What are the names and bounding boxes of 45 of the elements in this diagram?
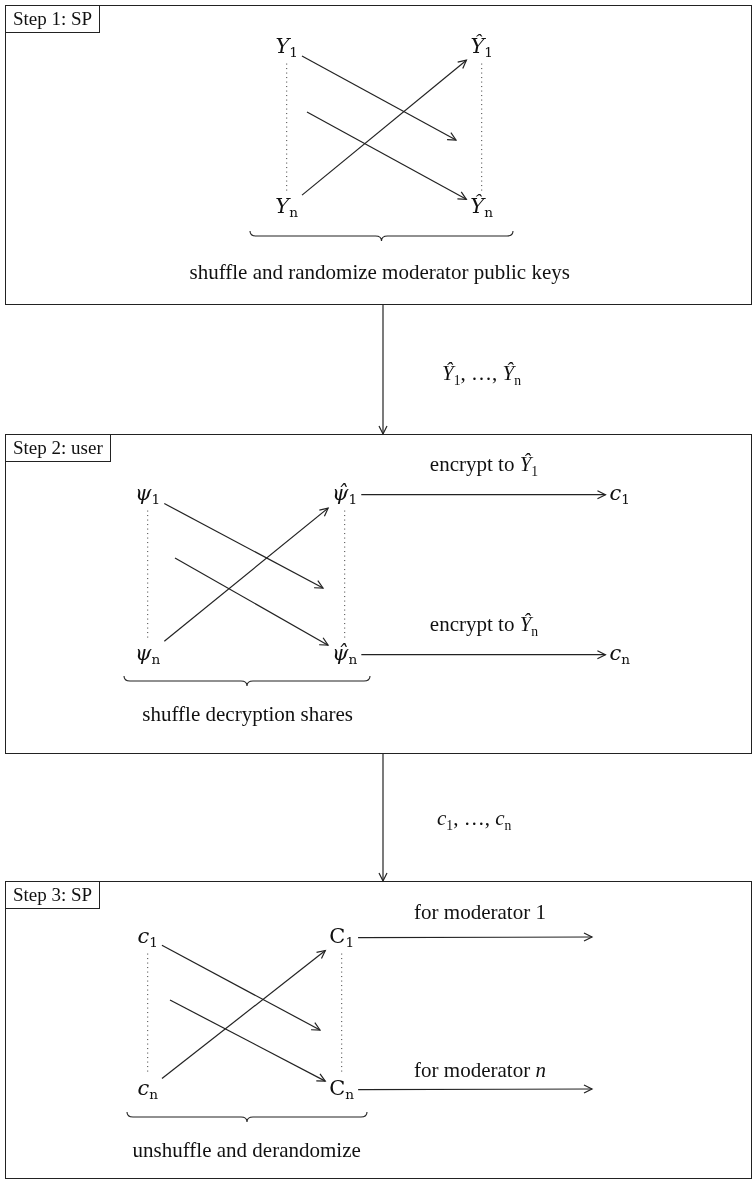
math-symbol: c$_{1}$ (608, 480, 631, 509)
dotted-line (481, 63, 483, 193)
step-label: Step 1: SP (5, 5, 101, 33)
arrow (378, 753, 388, 882)
edge-label: encrypt to Ŷ$_{n}$ (427, 613, 541, 639)
math-symbol: ψ$_{n}$ (134, 640, 162, 669)
dotted-line (147, 510, 149, 640)
math-symbol: C$_{1}$ (328, 923, 356, 952)
step-panel (5, 5, 752, 305)
math-symbol: c$_{n}$ (608, 640, 631, 669)
arrow (306, 111, 467, 200)
arrow (169, 999, 326, 1082)
dotted-line (341, 953, 343, 1075)
arrow (360, 650, 606, 660)
brace-caption: shuffle and randomize moderator public keys (189, 259, 570, 285)
step-label: Step 2: user (5, 434, 111, 462)
edge-label: encrypt to Ŷ$_{1}$ (427, 453, 541, 479)
dotted-line (286, 63, 288, 193)
math-symbol: Ŷ$_{1}$ (469, 33, 494, 62)
arrow (357, 1084, 593, 1094)
math-symbol: ψ̂$_{1}$ (331, 480, 359, 509)
math-symbol: C$_{n}$ (328, 1075, 356, 1104)
arrow (360, 490, 607, 500)
arrow (378, 304, 388, 435)
math-symbol: Y$_{n}$ (274, 193, 299, 222)
arrow (301, 59, 467, 196)
arrow (161, 949, 326, 1080)
math-symbol: Y$_{1}$ (274, 33, 299, 62)
arrow (357, 932, 593, 942)
arrow (301, 55, 457, 141)
arrow (161, 944, 321, 1031)
step-label: Step 3: SP (5, 881, 101, 909)
math-symbol: ψ$_{1}$ (134, 480, 162, 509)
brace-caption: unshuffle and derandomize (132, 1137, 361, 1163)
arrow (174, 557, 329, 646)
dotted-line (344, 510, 346, 640)
math-symbol: c$_{1}$ (136, 923, 159, 952)
brace-caption: shuffle decryption shares (142, 701, 354, 727)
math-symbol: ψ̂$_{n}$ (331, 640, 359, 669)
arrow (163, 502, 324, 589)
dotted-line (147, 953, 149, 1075)
math-symbol: Ŷ$_{n}$ (469, 193, 494, 222)
math-symbol: c$_{n}$ (136, 1075, 159, 1104)
edge-label: Ŷ$_{1}$, …, Ŷ$_{n}$ (440, 362, 524, 388)
arrow (163, 507, 329, 642)
